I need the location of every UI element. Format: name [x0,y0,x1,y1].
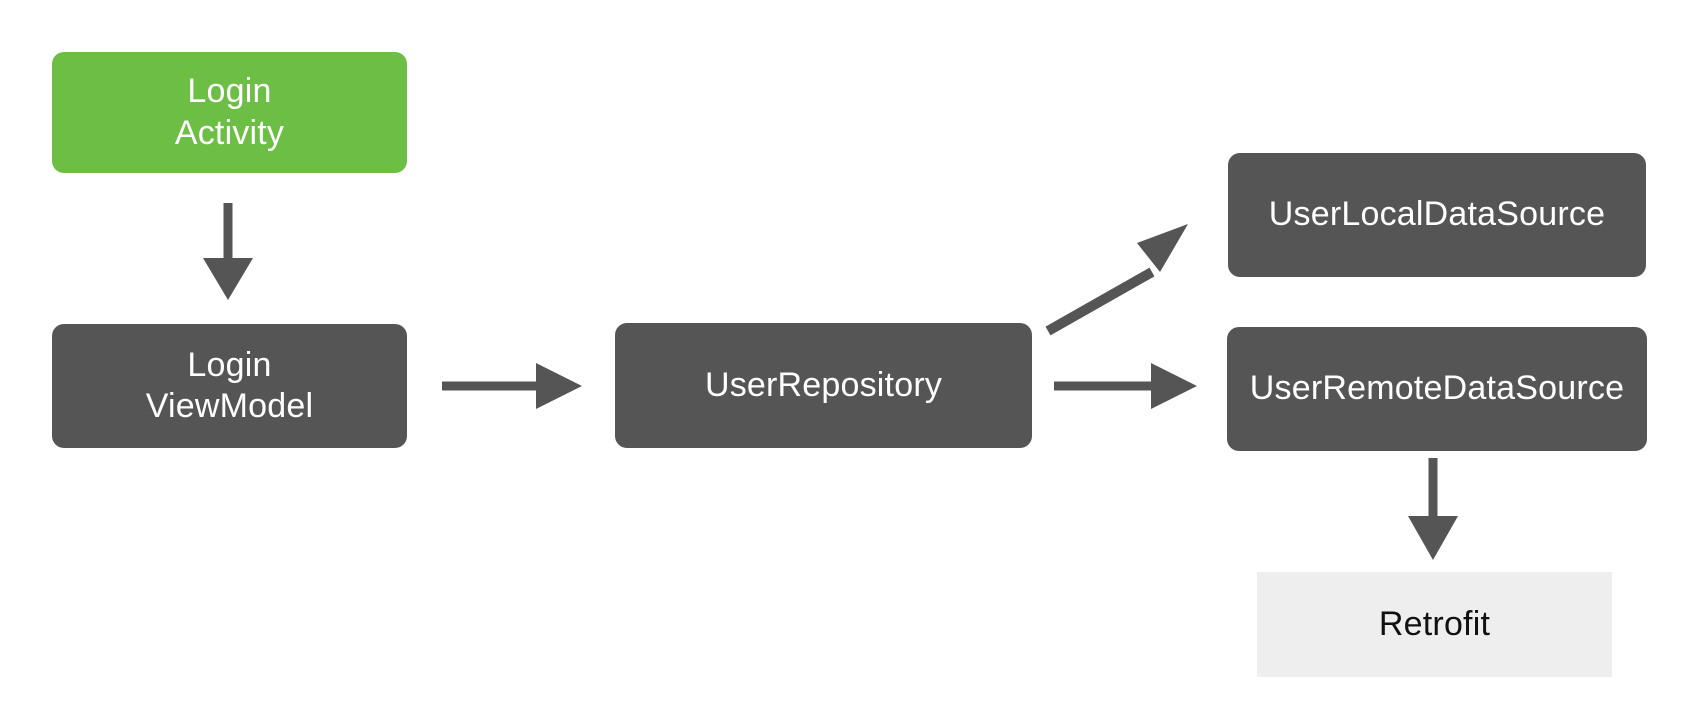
edge-activity-to-viewmodel [203,203,253,300]
edge-repository-to-local [1045,224,1188,336]
node-login-viewmodel[interactable]: Login ViewModel [52,324,407,448]
node-login-viewmodel-label: Login ViewModel [145,345,314,425]
node-user-repository-label: UserRepository [704,365,943,404]
node-login-activity[interactable]: Login Activity [52,52,407,173]
node-user-local-data-source-label: UserLocalDataSource [1268,195,1606,234]
edge-repository-to-remote [1054,363,1197,409]
node-user-remote-data-source-label: UserRemoteDataSource [1249,369,1625,408]
node-retrofit-label: Retrofit [1378,604,1491,643]
node-user-remote-data-source[interactable]: UserRemoteDataSource [1227,327,1647,451]
node-retrofit[interactable]: Retrofit [1257,572,1612,677]
edge-remote-to-retrofit [1408,458,1458,560]
edge-viewmodel-to-repository [442,363,582,409]
node-login-activity-label: Login Activity [174,72,285,152]
node-user-local-data-source[interactable]: UserLocalDataSource [1228,153,1646,277]
node-user-repository[interactable]: UserRepository [615,323,1032,448]
